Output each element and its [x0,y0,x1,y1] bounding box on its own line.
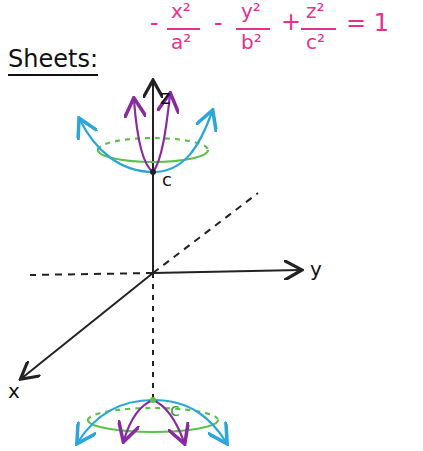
numerator: y² [241,0,261,22]
minus-sign: - [150,10,159,36]
denominator: a² [171,31,191,53]
denominator: c² [306,31,325,53]
plus-sign: + [281,9,301,35]
axes [22,82,300,400]
axis-label: z [160,86,171,108]
minus-sign: - [214,10,223,36]
numerator: x² [171,0,191,22]
denominator: b² [241,31,262,53]
heading-label: Sheets: [8,46,98,76]
axis-label: x [8,380,20,402]
vertex-label: c [170,400,180,420]
equals-one: = 1 [346,10,389,36]
axis-label: y [310,258,322,280]
lower-sheet [78,397,226,442]
vertex-label: c [162,170,172,190]
fraction-bars [167,28,336,30]
upper-sheet [80,95,212,175]
numerator: z² [306,0,325,22]
